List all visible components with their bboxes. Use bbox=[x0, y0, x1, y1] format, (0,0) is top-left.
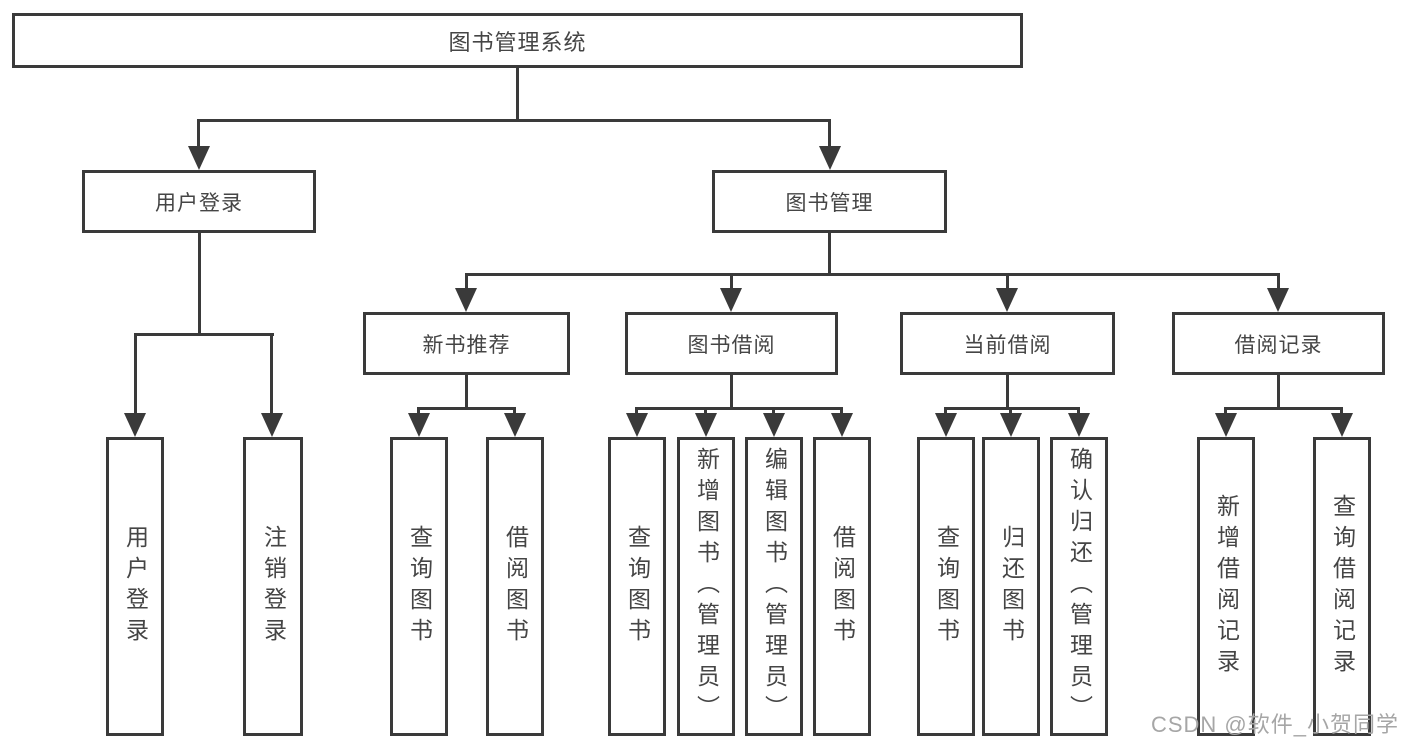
leaf-confirm-return-admin: 确认归还（管理员） bbox=[1050, 437, 1108, 736]
connector-drop bbox=[1224, 407, 1227, 416]
arrow-down-icon bbox=[1331, 413, 1353, 437]
arrow-down-icon bbox=[720, 288, 742, 312]
node-new-book-recommend-label: 新书推荐 bbox=[422, 333, 511, 357]
connector-user-login-stem bbox=[198, 233, 201, 335]
connector-drop bbox=[772, 407, 775, 416]
node-borrow-record: 借阅记录 bbox=[1172, 312, 1385, 375]
connector-drop bbox=[1009, 407, 1012, 416]
node-root: 图书管理系统 bbox=[12, 13, 1023, 68]
connector-user-login-bar bbox=[134, 333, 274, 336]
connector-new-book-stem bbox=[465, 375, 468, 409]
connector-drop bbox=[828, 119, 831, 149]
node-book-borrow-label: 图书借阅 bbox=[687, 333, 776, 357]
connector-drop bbox=[1006, 273, 1009, 290]
connector-new-book-bar bbox=[417, 407, 516, 410]
arrow-down-icon bbox=[763, 413, 785, 437]
connector-book-mgmt-stem bbox=[828, 233, 831, 275]
node-user-login: 用户登录 bbox=[82, 170, 316, 233]
arrow-down-icon bbox=[504, 413, 526, 437]
node-current-borrow-label: 当前借阅 bbox=[963, 333, 1052, 357]
arrow-down-icon bbox=[188, 146, 210, 170]
leaf-label: 借阅图书 bbox=[502, 524, 529, 649]
arrow-down-icon bbox=[1000, 413, 1022, 437]
node-borrow-record-label: 借阅记录 bbox=[1234, 333, 1323, 357]
leaf-logout: 注销登录 bbox=[243, 437, 303, 736]
connector-drop bbox=[1077, 407, 1080, 416]
connector-book-mgmt-bar bbox=[465, 273, 1280, 276]
leaf-label: 查询图书 bbox=[624, 524, 651, 649]
leaf-label: 编辑图书（管理员） bbox=[761, 447, 788, 726]
leaf-edit-books-admin: 编辑图书（管理员） bbox=[745, 437, 803, 736]
arrow-down-icon bbox=[1267, 288, 1289, 312]
leaf-label: 注销登录 bbox=[260, 524, 287, 649]
node-new-book-recommend: 新书推荐 bbox=[363, 312, 570, 375]
connector-book-borrow-stem bbox=[730, 375, 733, 409]
leaf-label: 查询借阅记录 bbox=[1329, 493, 1356, 680]
arrow-down-icon bbox=[996, 288, 1018, 312]
arrow-down-icon bbox=[1215, 413, 1237, 437]
leaf-add-borrow-record: 新增借阅记录 bbox=[1197, 437, 1255, 736]
connector-drop bbox=[1277, 273, 1280, 290]
leaf-query-borrow-record: 查询借阅记录 bbox=[1313, 437, 1371, 736]
connector-drop bbox=[1340, 407, 1343, 416]
connector-root-bar bbox=[197, 119, 831, 122]
arrow-down-icon bbox=[455, 288, 477, 312]
connector-drop bbox=[635, 407, 638, 416]
leaf-label: 归还图书 bbox=[998, 524, 1025, 649]
connector-borrow-record-bar bbox=[1224, 407, 1343, 410]
connector-drop bbox=[270, 333, 273, 415]
leaf-borrow-books-recommend: 借阅图书 bbox=[486, 437, 544, 736]
arrow-down-icon bbox=[1068, 413, 1090, 437]
leaf-label: 新增图书（管理员） bbox=[693, 447, 720, 726]
leaf-query-books-current: 查询图书 bbox=[917, 437, 975, 736]
leaf-query-books-recommend: 查询图书 bbox=[390, 437, 448, 736]
connector-root-stem bbox=[516, 68, 519, 121]
connector-book-borrow-bar bbox=[635, 407, 843, 410]
leaf-borrow-books: 借阅图书 bbox=[813, 437, 871, 736]
connector-drop bbox=[704, 407, 707, 416]
connector-borrow-record-stem bbox=[1277, 375, 1280, 409]
arrow-down-icon bbox=[935, 413, 957, 437]
arrow-down-icon bbox=[831, 413, 853, 437]
leaf-label: 新增借阅记录 bbox=[1213, 493, 1240, 680]
arrow-down-icon bbox=[124, 413, 146, 437]
leaf-label: 查询图书 bbox=[406, 524, 433, 649]
leaf-add-books-admin: 新增图书（管理员） bbox=[677, 437, 735, 736]
connector-drop bbox=[730, 273, 733, 290]
leaf-query-books-borrow: 查询图书 bbox=[608, 437, 666, 736]
node-book-management: 图书管理 bbox=[712, 170, 947, 233]
connector-drop bbox=[465, 273, 468, 290]
leaf-label: 查询图书 bbox=[933, 524, 960, 649]
connector-current-borrow-stem bbox=[1006, 375, 1009, 409]
leaf-label: 确认归还（管理员） bbox=[1066, 447, 1093, 726]
leaf-label: 用户登录 bbox=[122, 524, 149, 649]
leaf-user-login: 用户登录 bbox=[106, 437, 164, 736]
connector-drop bbox=[417, 407, 420, 416]
node-current-borrow: 当前借阅 bbox=[900, 312, 1115, 375]
node-user-login-label: 用户登录 bbox=[155, 191, 243, 215]
node-book-borrow: 图书借阅 bbox=[625, 312, 838, 375]
connector-drop bbox=[513, 407, 516, 416]
arrow-down-icon bbox=[408, 413, 430, 437]
connector-drop bbox=[944, 407, 947, 416]
connector-drop bbox=[197, 119, 200, 149]
connector-drop bbox=[840, 407, 843, 416]
arrow-down-icon bbox=[819, 146, 841, 170]
leaf-label: 借阅图书 bbox=[829, 524, 856, 649]
arrow-down-icon bbox=[261, 413, 283, 437]
csdn-watermark: CSDN @软件_小贺同学 bbox=[1150, 712, 1399, 737]
node-book-management-label: 图书管理 bbox=[785, 191, 874, 215]
arrow-down-icon bbox=[626, 413, 648, 437]
leaf-return-books: 归还图书 bbox=[982, 437, 1040, 736]
connector-drop bbox=[134, 333, 137, 415]
arrow-down-icon bbox=[695, 413, 717, 437]
connector-current-borrow-bar bbox=[944, 407, 1080, 410]
node-root-label: 图书管理系统 bbox=[448, 29, 587, 55]
